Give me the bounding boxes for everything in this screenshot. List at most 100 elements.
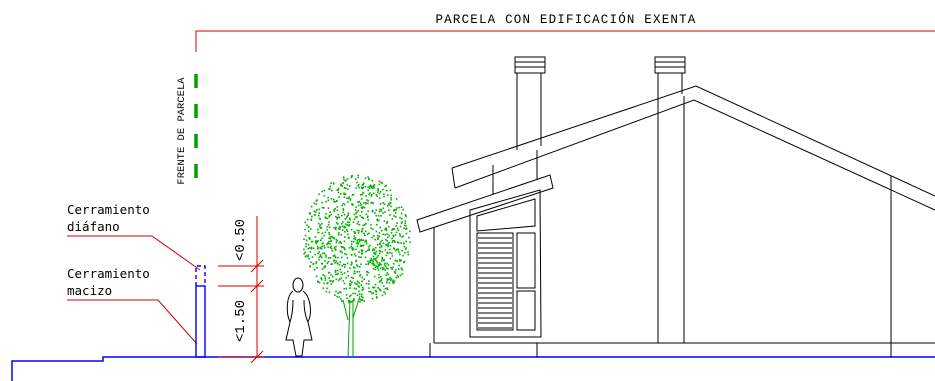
foliage-dot	[407, 253, 410, 256]
ground-line	[11, 356, 935, 381]
foliage-dot	[323, 252, 326, 254]
foliage-dot	[335, 260, 337, 262]
foliage-dot	[386, 262, 388, 265]
foliage-dot	[349, 283, 351, 285]
foliage-dot	[374, 238, 376, 241]
foliage-dot	[343, 246, 345, 249]
foliage-dot	[344, 193, 347, 196]
foliage-dot	[356, 181, 358, 184]
foliage-dot	[376, 262, 379, 264]
foliage-dot	[368, 193, 370, 196]
foliage-dot	[390, 279, 392, 282]
foliage-dot	[403, 227, 405, 230]
fence-label-solid-1: Cerramiento	[67, 266, 150, 281]
foliage-dot	[397, 242, 400, 244]
foliage-dot	[354, 231, 357, 234]
foliage-dot	[352, 277, 354, 279]
foliage-dot	[305, 243, 307, 245]
foliage-dot	[381, 294, 384, 297]
foliage-dot	[333, 247, 336, 250]
foliage-dot	[380, 244, 383, 247]
foliage-dot	[329, 211, 331, 213]
foliage-dot	[338, 264, 341, 266]
foliage-dot	[360, 186, 363, 189]
foliage-dot	[363, 206, 366, 209]
foliage-dot	[357, 174, 360, 177]
foliage-dot	[387, 244, 389, 247]
foliage-dot	[348, 301, 350, 304]
fence-label-diaphanous-2: diáfano	[67, 219, 120, 234]
foliage-dot	[374, 283, 377, 286]
foliage-dot	[394, 249, 397, 252]
foliage-dot	[386, 240, 388, 242]
foliage-dot	[395, 216, 397, 218]
foliage-dot	[380, 275, 382, 278]
foliage-dot	[352, 241, 355, 243]
foliage-dot	[377, 215, 380, 217]
foliage-dot	[368, 248, 370, 250]
foliage-dot	[384, 211, 386, 213]
foliage-dot	[378, 252, 381, 255]
foliage-dot	[375, 193, 378, 196]
foliage-dot	[386, 279, 389, 282]
foliage-dot	[381, 257, 383, 259]
foliage-dot	[365, 239, 367, 242]
foliage-dot	[402, 235, 405, 238]
foliage-dot	[400, 259, 402, 262]
foliage-dot	[345, 276, 347, 279]
foliage-dot	[361, 210, 363, 213]
foliage-dot	[341, 273, 344, 276]
foliage-dot	[369, 261, 372, 263]
foliage-dot	[379, 208, 381, 211]
foliage-dot	[318, 251, 320, 253]
foliage-dot	[400, 212, 403, 215]
foliage-dot	[372, 202, 375, 205]
foliage-dot	[367, 263, 370, 266]
foliage-dot	[324, 279, 327, 281]
foliage-dot	[371, 249, 374, 252]
foliage-dot	[365, 195, 367, 197]
foliage-dot	[360, 263, 362, 265]
foliage-dot	[353, 237, 355, 240]
foliage-dot	[358, 230, 360, 232]
foliage-dot	[304, 234, 307, 237]
foliage-dot	[344, 226, 347, 228]
foliage-dot	[349, 287, 351, 289]
foliage-dot	[357, 285, 360, 287]
foliage-dot	[388, 234, 390, 237]
foliage-dot	[368, 283, 370, 285]
foliage-dot	[398, 233, 401, 235]
foliage-dot	[343, 225, 346, 228]
foliage-dot	[304, 255, 307, 258]
foliage-dot	[357, 221, 360, 223]
foliage-dot	[351, 194, 354, 196]
foliage-dot	[367, 260, 369, 263]
foliage-dot	[343, 272, 346, 274]
foliage-dot	[303, 248, 305, 251]
foliage-dot	[361, 184, 364, 186]
foliage-dot	[338, 196, 340, 198]
foliage-dot	[321, 268, 324, 270]
foliage-dot	[321, 206, 324, 209]
foliage-dot	[360, 284, 363, 286]
foliage-dot	[394, 234, 397, 236]
foliage-dot	[310, 261, 312, 264]
foliage-dot	[372, 268, 375, 270]
foliage-dot	[360, 206, 363, 209]
foliage-dot	[341, 223, 343, 225]
foliage-dot	[334, 249, 337, 251]
foliage-dot	[315, 275, 318, 278]
foliage-dot	[358, 223, 361, 226]
foliage-dot	[384, 227, 387, 230]
foliage-dot	[344, 230, 346, 233]
foliage-dot	[347, 275, 350, 277]
foliage-dot	[402, 208, 404, 211]
foliage-dot	[354, 292, 357, 295]
foliage-dot	[385, 265, 387, 268]
foliage-dot	[359, 275, 361, 277]
foliage-dot	[325, 254, 327, 256]
foliage-dot	[357, 201, 359, 203]
foliage-dot	[356, 271, 358, 273]
foliage-dot	[391, 237, 393, 240]
foliage-dot	[326, 262, 329, 265]
